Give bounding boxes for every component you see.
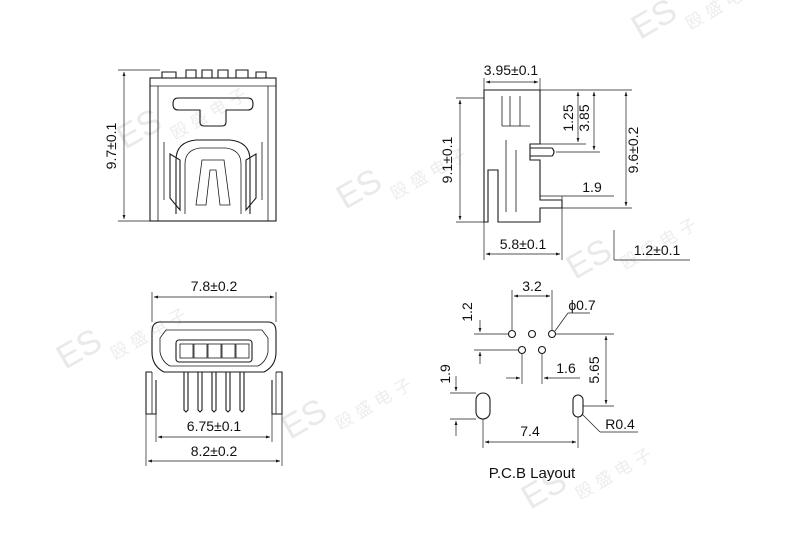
top-width-top-label: 7.8±0.2 xyxy=(191,278,238,294)
watermark-cjk: 殴 盛 电 子 xyxy=(573,445,656,504)
top-width-bottom-label: 8.2±0.2 xyxy=(191,443,238,459)
pcb-pin-offset-label: 1.6 xyxy=(556,360,576,376)
side-base-width-label: 5.8±0.1 xyxy=(500,236,547,252)
front-view: 9.7±0.1 xyxy=(103,69,277,222)
top-view: 7.8±0.2 6.75±0.1 8.2±0.2 xyxy=(145,278,283,466)
pcb-hole-diameter-label: ϕ0.7 xyxy=(568,297,596,313)
side-body-height-label: 9.1±0.1 xyxy=(439,136,455,183)
watermark-brand: ES xyxy=(275,391,333,447)
watermark-cjk: 殴 盛 电 子 xyxy=(108,305,191,364)
front-height-label: 9.7±0.1 xyxy=(103,122,119,169)
pcb-slot-span-label: 7.4 xyxy=(520,423,540,439)
pcb-radius-label: R0.4 xyxy=(605,416,635,432)
watermark-brand: ES xyxy=(330,161,388,217)
side-total-height-label: 9.6±0.2 xyxy=(625,126,641,173)
side-pin-length-label: 1.9 xyxy=(582,179,602,195)
pcb-pitch-top-label: 3.2 xyxy=(522,278,542,294)
watermark-brand: ES xyxy=(625,0,683,47)
pcb-to-slot-label: 5.65 xyxy=(586,356,602,383)
pcb-slot-length-label: 1.9 xyxy=(437,364,453,384)
watermark-cjk: 殴 盛 电 子 xyxy=(333,375,416,434)
side-pin-height-label: 3.85 xyxy=(576,104,592,131)
side-base-offset-label: 1.2±0.1 xyxy=(634,242,681,258)
pcb-layout: 3.2 ϕ0.7 1.2 1.9 1.6 5.65 7.4 xyxy=(437,278,638,482)
watermark-cjk: 殴 盛 电 子 xyxy=(168,85,251,144)
side-view: 3.95±0.1 1.25 3.85 9.1±0.1 9.6±0.2 1.9 5… xyxy=(439,62,690,261)
side-pin-gap-label: 1.25 xyxy=(560,104,576,131)
pcb-row-gap-label: 1.2 xyxy=(459,302,475,322)
watermark-cjk: 殴 盛 电 子 xyxy=(388,145,471,204)
top-pin-span-label: 6.75±0.1 xyxy=(187,418,242,434)
pcb-caption: P.C.B Layout xyxy=(489,465,576,482)
watermark-cjk: 殴 盛 电 子 xyxy=(683,0,766,34)
watermark-brand: ES xyxy=(50,321,108,377)
watermark-brand: ES xyxy=(560,231,618,287)
side-width-top-label: 3.95±0.1 xyxy=(484,62,539,78)
